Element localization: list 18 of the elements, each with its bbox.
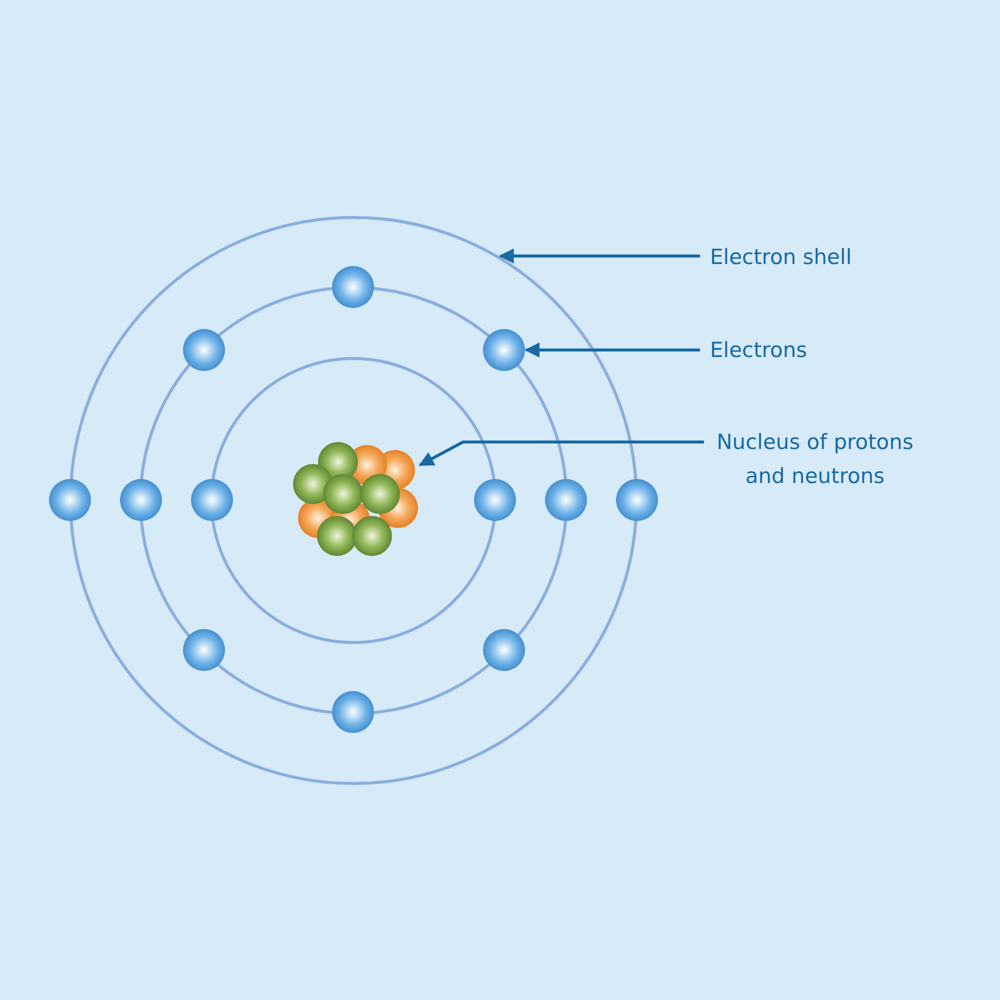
electron-ball xyxy=(183,629,225,671)
electron-ball xyxy=(183,329,225,371)
electron-ball xyxy=(483,629,525,671)
leader-arrow xyxy=(418,440,704,466)
electron-ball xyxy=(483,329,525,371)
electron-ball xyxy=(474,479,516,521)
electron-ball xyxy=(120,479,162,521)
callout-label: Electrons xyxy=(710,333,910,367)
electron-ball xyxy=(616,479,658,521)
electron-ball xyxy=(49,479,91,521)
electron-ball xyxy=(332,266,374,308)
leader-arrow xyxy=(498,248,700,264)
electron-ball xyxy=(191,479,233,521)
leader-arrow xyxy=(524,342,700,358)
electron-ball xyxy=(332,691,374,733)
callout-label: Nucleus of protons and neutrons xyxy=(700,425,930,493)
electron-ball xyxy=(545,479,587,521)
callout-label: Electron shell xyxy=(710,240,910,274)
